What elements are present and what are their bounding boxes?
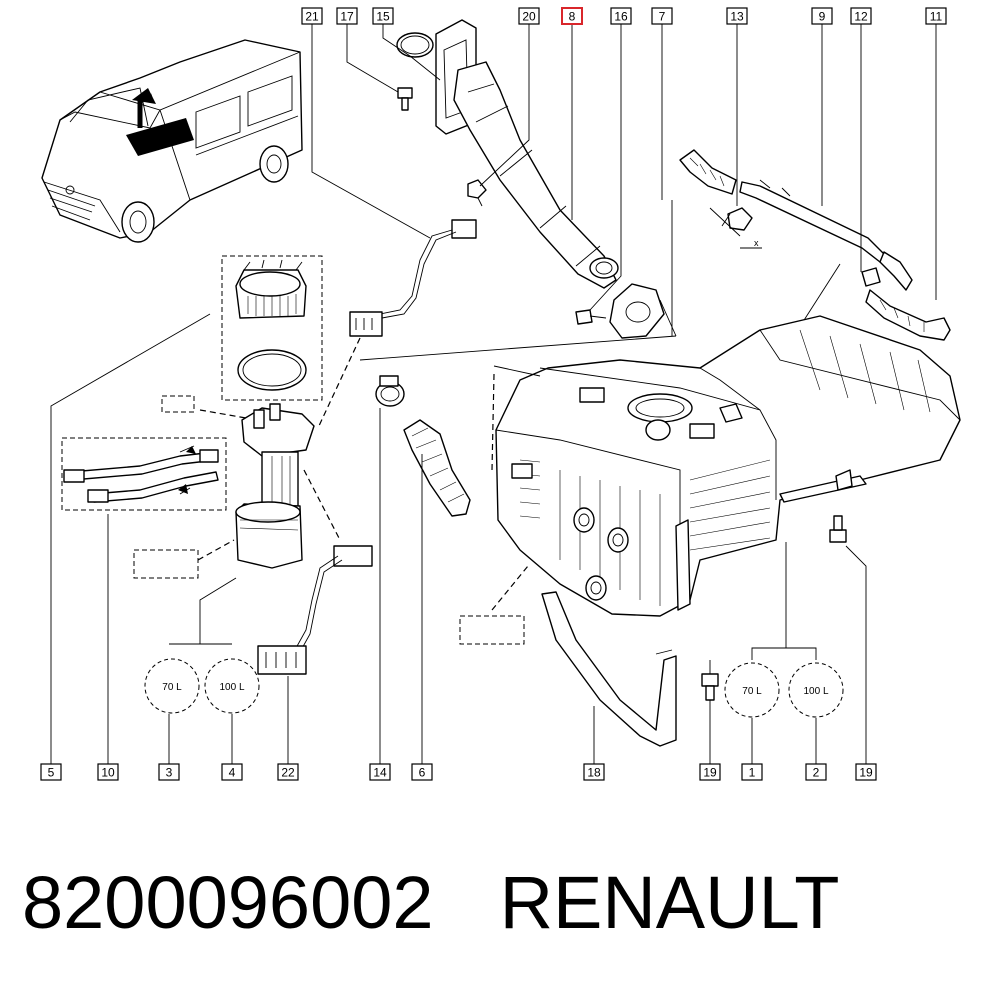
part-number: 8200096002 (22, 861, 434, 944)
capacity-circle-tank-70: 70 L (724, 662, 780, 718)
brand-name: RENAULT (499, 861, 840, 944)
callout-16: 16 (610, 7, 632, 25)
fuel-pump-assembly (197, 255, 361, 569)
placeholder-box (133, 549, 199, 579)
svg-text:5: 5 (48, 766, 55, 780)
callout-7: 7 (651, 7, 673, 25)
callout-18: 18 (583, 763, 605, 781)
wiring-harness-lower (257, 469, 373, 675)
svg-text:12: 12 (854, 10, 868, 24)
svg-text:19: 19 (859, 766, 873, 780)
callout-3: 3 (158, 763, 180, 781)
svg-text:2: 2 (813, 766, 820, 780)
svg-text:9: 9 (819, 10, 826, 24)
callout-14: 14 (369, 763, 391, 781)
capacity-circle-tank-100: 100 L (788, 662, 844, 718)
callout-10: 10 (97, 763, 119, 781)
svg-text:10: 10 (101, 766, 115, 780)
callout-11: 11 (925, 7, 947, 25)
callout-22: 22 (277, 763, 299, 781)
callout-5: 5 (40, 763, 62, 781)
callout-19: 19 (699, 763, 721, 781)
wiring-harness-upper (349, 219, 477, 337)
vent-hoses (679, 149, 951, 421)
callout-15: 15 (372, 7, 394, 25)
svg-text:14: 14 (373, 766, 387, 780)
caption: 8200096002 RENAULT (22, 858, 839, 948)
filler-neck (396, 19, 619, 289)
callout-20: 20 (518, 7, 540, 25)
callout-13: 13 (726, 7, 748, 25)
svg-text:6: 6 (419, 766, 426, 780)
capacity-circle-pump-70: 70 L (144, 658, 200, 714)
leader-lines (50, 24, 937, 764)
svg-text:18: 18 (587, 766, 601, 780)
fuel-tank (491, 315, 961, 617)
svg-text:16: 16 (614, 10, 628, 24)
callout-2: 2 (805, 763, 827, 781)
svg-text:19: 19 (703, 766, 717, 780)
filler-flange (359, 200, 677, 361)
svg-text:17: 17 (340, 10, 354, 24)
callout-21: 21 (301, 7, 323, 25)
fuel-lines-assembly (61, 437, 227, 511)
svg-text:4: 4 (229, 766, 236, 780)
filler-hose (403, 419, 471, 517)
callout-6: 6 (411, 763, 433, 781)
callout-17: 17 (336, 7, 358, 25)
svg-text:22: 22 (281, 766, 295, 780)
bolt-19-right (829, 515, 847, 543)
callout-1: 1 (741, 763, 763, 781)
callout-8-highlighted: 8 (561, 7, 583, 25)
svg-text:15: 15 (376, 10, 390, 24)
capacity-label: 100 L (803, 686, 828, 697)
bolt-19 (701, 660, 719, 701)
svg-text:21: 21 (305, 10, 319, 24)
capacity-circle-pump-100: 100 L (204, 658, 260, 714)
callout-12: 12 (850, 7, 872, 25)
svg-text:7: 7 (659, 10, 666, 24)
callout-19-right: 19 (855, 763, 877, 781)
placeholder-box (161, 395, 195, 413)
capacity-label: 70 L (742, 686, 762, 697)
capacity-label: 100 L (219, 682, 244, 693)
parts-diagram: 70 L 100 L 70 L 100 L x (40, 7, 961, 781)
bolt-17 (397, 87, 413, 111)
svg-text:3: 3 (166, 766, 173, 780)
callout-4: 4 (221, 763, 243, 781)
placeholder-box (459, 615, 525, 645)
tank-strap (541, 591, 677, 747)
svg-text:20: 20 (522, 10, 536, 24)
van-illustration (41, 39, 303, 243)
axis-mark: x (754, 238, 759, 248)
hose-clamp (375, 375, 405, 407)
capacity-label: 70 L (162, 682, 182, 693)
callout-9: 9 (811, 7, 833, 25)
svg-text:1: 1 (749, 766, 756, 780)
svg-text:13: 13 (730, 10, 744, 24)
svg-text:11: 11 (930, 10, 943, 24)
svg-text:8: 8 (569, 10, 576, 24)
